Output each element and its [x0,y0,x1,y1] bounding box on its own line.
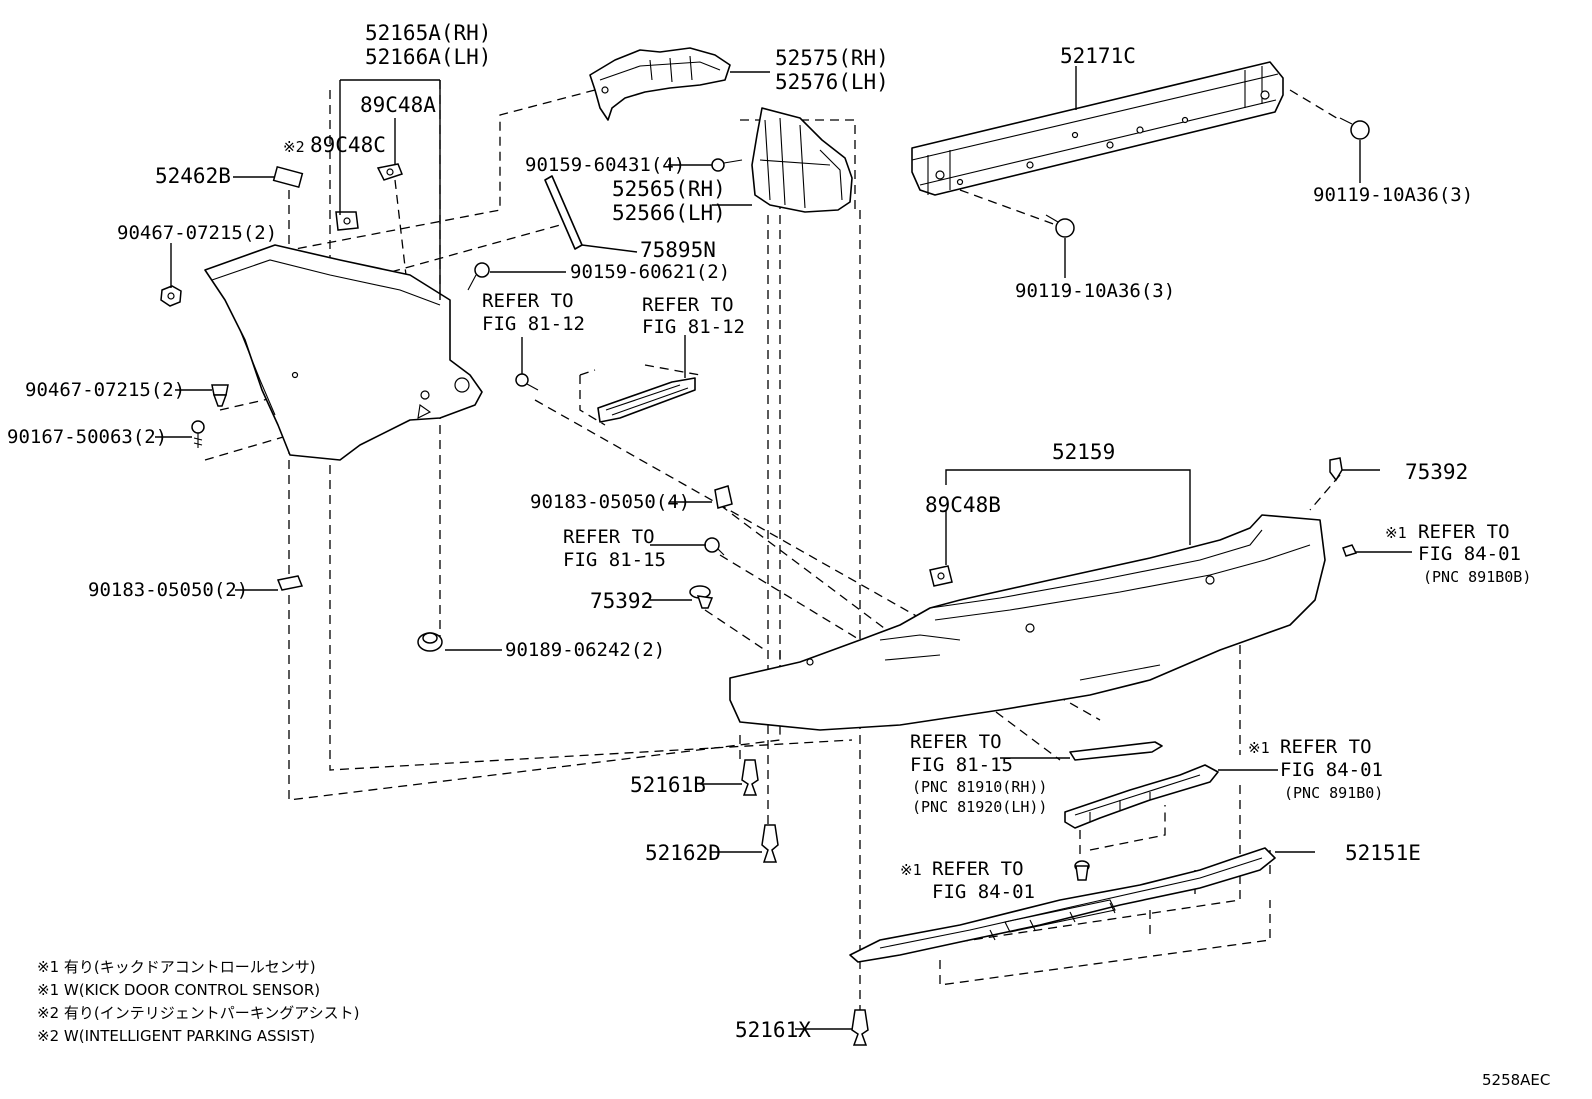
label-90119-lower[interactable]: 90119-10A36(3) [1015,280,1175,302]
label-52166a[interactable]: 52166A(LH) [365,45,491,69]
label-75895n[interactable]: 75895N [640,238,716,262]
label-52151e[interactable]: 52151E [1345,841,1421,865]
sensor-bracket-part [1064,764,1219,829]
label-89c48b[interactable]: 89C48B [925,493,1001,517]
label-90159-60431[interactable]: 90159-60431(4) [525,154,685,176]
lower-shield-part [849,847,1276,963]
screw-90167 [191,420,205,448]
mark-1-891b0b: ※1 [1385,524,1407,542]
label-refer-81-15-upper[interactable]: REFER TO [563,526,655,548]
screw-fig-81-12 [515,373,539,391]
label-fig-84-01-lower[interactable]: FIG 84-01 [932,881,1035,903]
label-52565[interactable]: 52565(RH) [612,177,726,201]
mark-2-89c48c: ※2 [283,138,305,156]
label-refer-81-15-lower[interactable]: REFER TO [910,731,1002,753]
label-52162d[interactable]: 52162D [645,841,721,865]
assembly-lines [204,80,1341,1010]
screw-fig-81-15 [704,537,725,556]
label-fig-81-15-lower[interactable]: FIG 81-15 [910,754,1013,776]
label-90183-center[interactable]: 90183-05050(4) [530,491,690,513]
label-fig-84-01-mid[interactable]: FIG 84-01 [1280,759,1383,781]
label-52165a[interactable]: 52165A(RH) [365,21,491,45]
label-52575[interactable]: 52575(RH) [775,46,889,70]
footnote-2-en: ※2 W(INTELLIGENT PARKING ASSIST) [37,1027,315,1045]
label-52462b[interactable]: 52462B [155,164,231,188]
label-fig-81-12-right[interactable]: FIG 81-12 [642,316,745,338]
label-90467-lower[interactable]: 90467-07215(2) [25,379,185,401]
parts [160,47,1370,1046]
bumper-reinforcement-part [911,61,1284,196]
bumper-cover-part [729,514,1326,731]
nut-90183-center [714,485,733,509]
bolt-90119-right [1339,117,1370,140]
bumper-bracket-part [589,47,731,121]
label-89c48a[interactable]: 89C48A [360,93,436,117]
bolt-90119-lower [1045,214,1075,238]
nut-90467-upper [160,285,182,307]
clip-52462b [272,165,304,189]
label-52161b[interactable]: 52161B [630,773,706,797]
label-refer-81-12-right[interactable]: REFER TO [642,294,734,316]
label-refer-84-01-lower[interactable]: REFER TO [932,858,1024,880]
label-pnc-81910: (PNC 81910(RH)) [912,778,1047,796]
label-pnc-81920: (PNC 81920(LH)) [912,798,1047,816]
label-52161x[interactable]: 52161X [735,1018,811,1042]
label-90119-right[interactable]: 90119-10A36(3) [1313,184,1473,206]
label-75392-left[interactable]: 75392 [590,589,653,613]
lower-reflector-part [1069,741,1163,761]
pin-52161b [741,759,759,796]
label-pnc-891b0b: (PNC 891B0B) [1423,568,1531,586]
label-90467-upper[interactable]: 90467-07215(2) [117,222,277,244]
label-90159-60621[interactable]: 90159-60621(2) [570,261,730,283]
label-52171c[interactable]: 52171C [1060,44,1136,68]
label-90167[interactable]: 90167-50063(2) [7,426,167,448]
screw-fig-84-01-lower [1074,860,1090,881]
label-89c48c[interactable]: 89C48C [310,133,386,157]
diagram-id: 5258AEC [1482,1071,1550,1089]
label-52159[interactable]: 52159 [1052,440,1115,464]
label-90183-left[interactable]: 90183-05050(2) [88,579,248,601]
pin-52161x [851,1009,869,1046]
reflector-part [597,377,696,423]
label-fig-81-12-left[interactable]: FIG 81-12 [482,313,585,335]
mark-1-891b0: ※1 [1248,739,1270,757]
label-fig-84-01-upper[interactable]: FIG 84-01 [1418,543,1521,565]
label-75392-right[interactable]: 75392 [1405,460,1468,484]
mark-1-lower: ※1 [900,861,922,879]
bumper-extension-part [204,244,483,461]
label-fig-81-15-upper[interactable]: FIG 81-15 [563,549,666,571]
footnote-1-en: ※1 W(KICK DOOR CONTROL SENSOR) [37,981,320,999]
footnote-2-jp: ※2 有り(インテリジェントパーキングアシスト) [37,1004,360,1022]
screw-90159-60431 [711,158,743,172]
label-refer-84-01-upper[interactable]: REFER TO [1418,521,1510,543]
pin-52162d [761,824,779,863]
bumper-side-bracket-part [751,107,853,213]
label-refer-81-12-left[interactable]: REFER TO [482,290,574,312]
labels: 52165A(RH) 52166A(LH) 89C48A ※2 89C48C 5… [7,21,1550,1089]
label-52576[interactable]: 52576(LH) [775,70,889,94]
nut-90183-left [276,575,304,591]
grommet-90189 [417,632,443,652]
footnote-1-jp: ※1 有り(キックドアコントロールセンサ) [37,958,316,976]
label-pnc-891b0: (PNC 891B0) [1284,784,1383,802]
clip-891b0b [1342,544,1358,557]
leader-lines [155,66,1412,1030]
label-52566[interactable]: 52566(LH) [612,201,726,225]
label-90189[interactable]: 90189-06242(2) [505,639,665,661]
label-refer-84-01-mid[interactable]: REFER TO [1280,736,1372,758]
moulding-strip-part [544,175,583,250]
clip-75392-left [689,585,714,609]
clip-90467-lower [211,384,229,407]
screw-90159-60621 [467,262,490,291]
clip-75392-right [1329,457,1343,482]
